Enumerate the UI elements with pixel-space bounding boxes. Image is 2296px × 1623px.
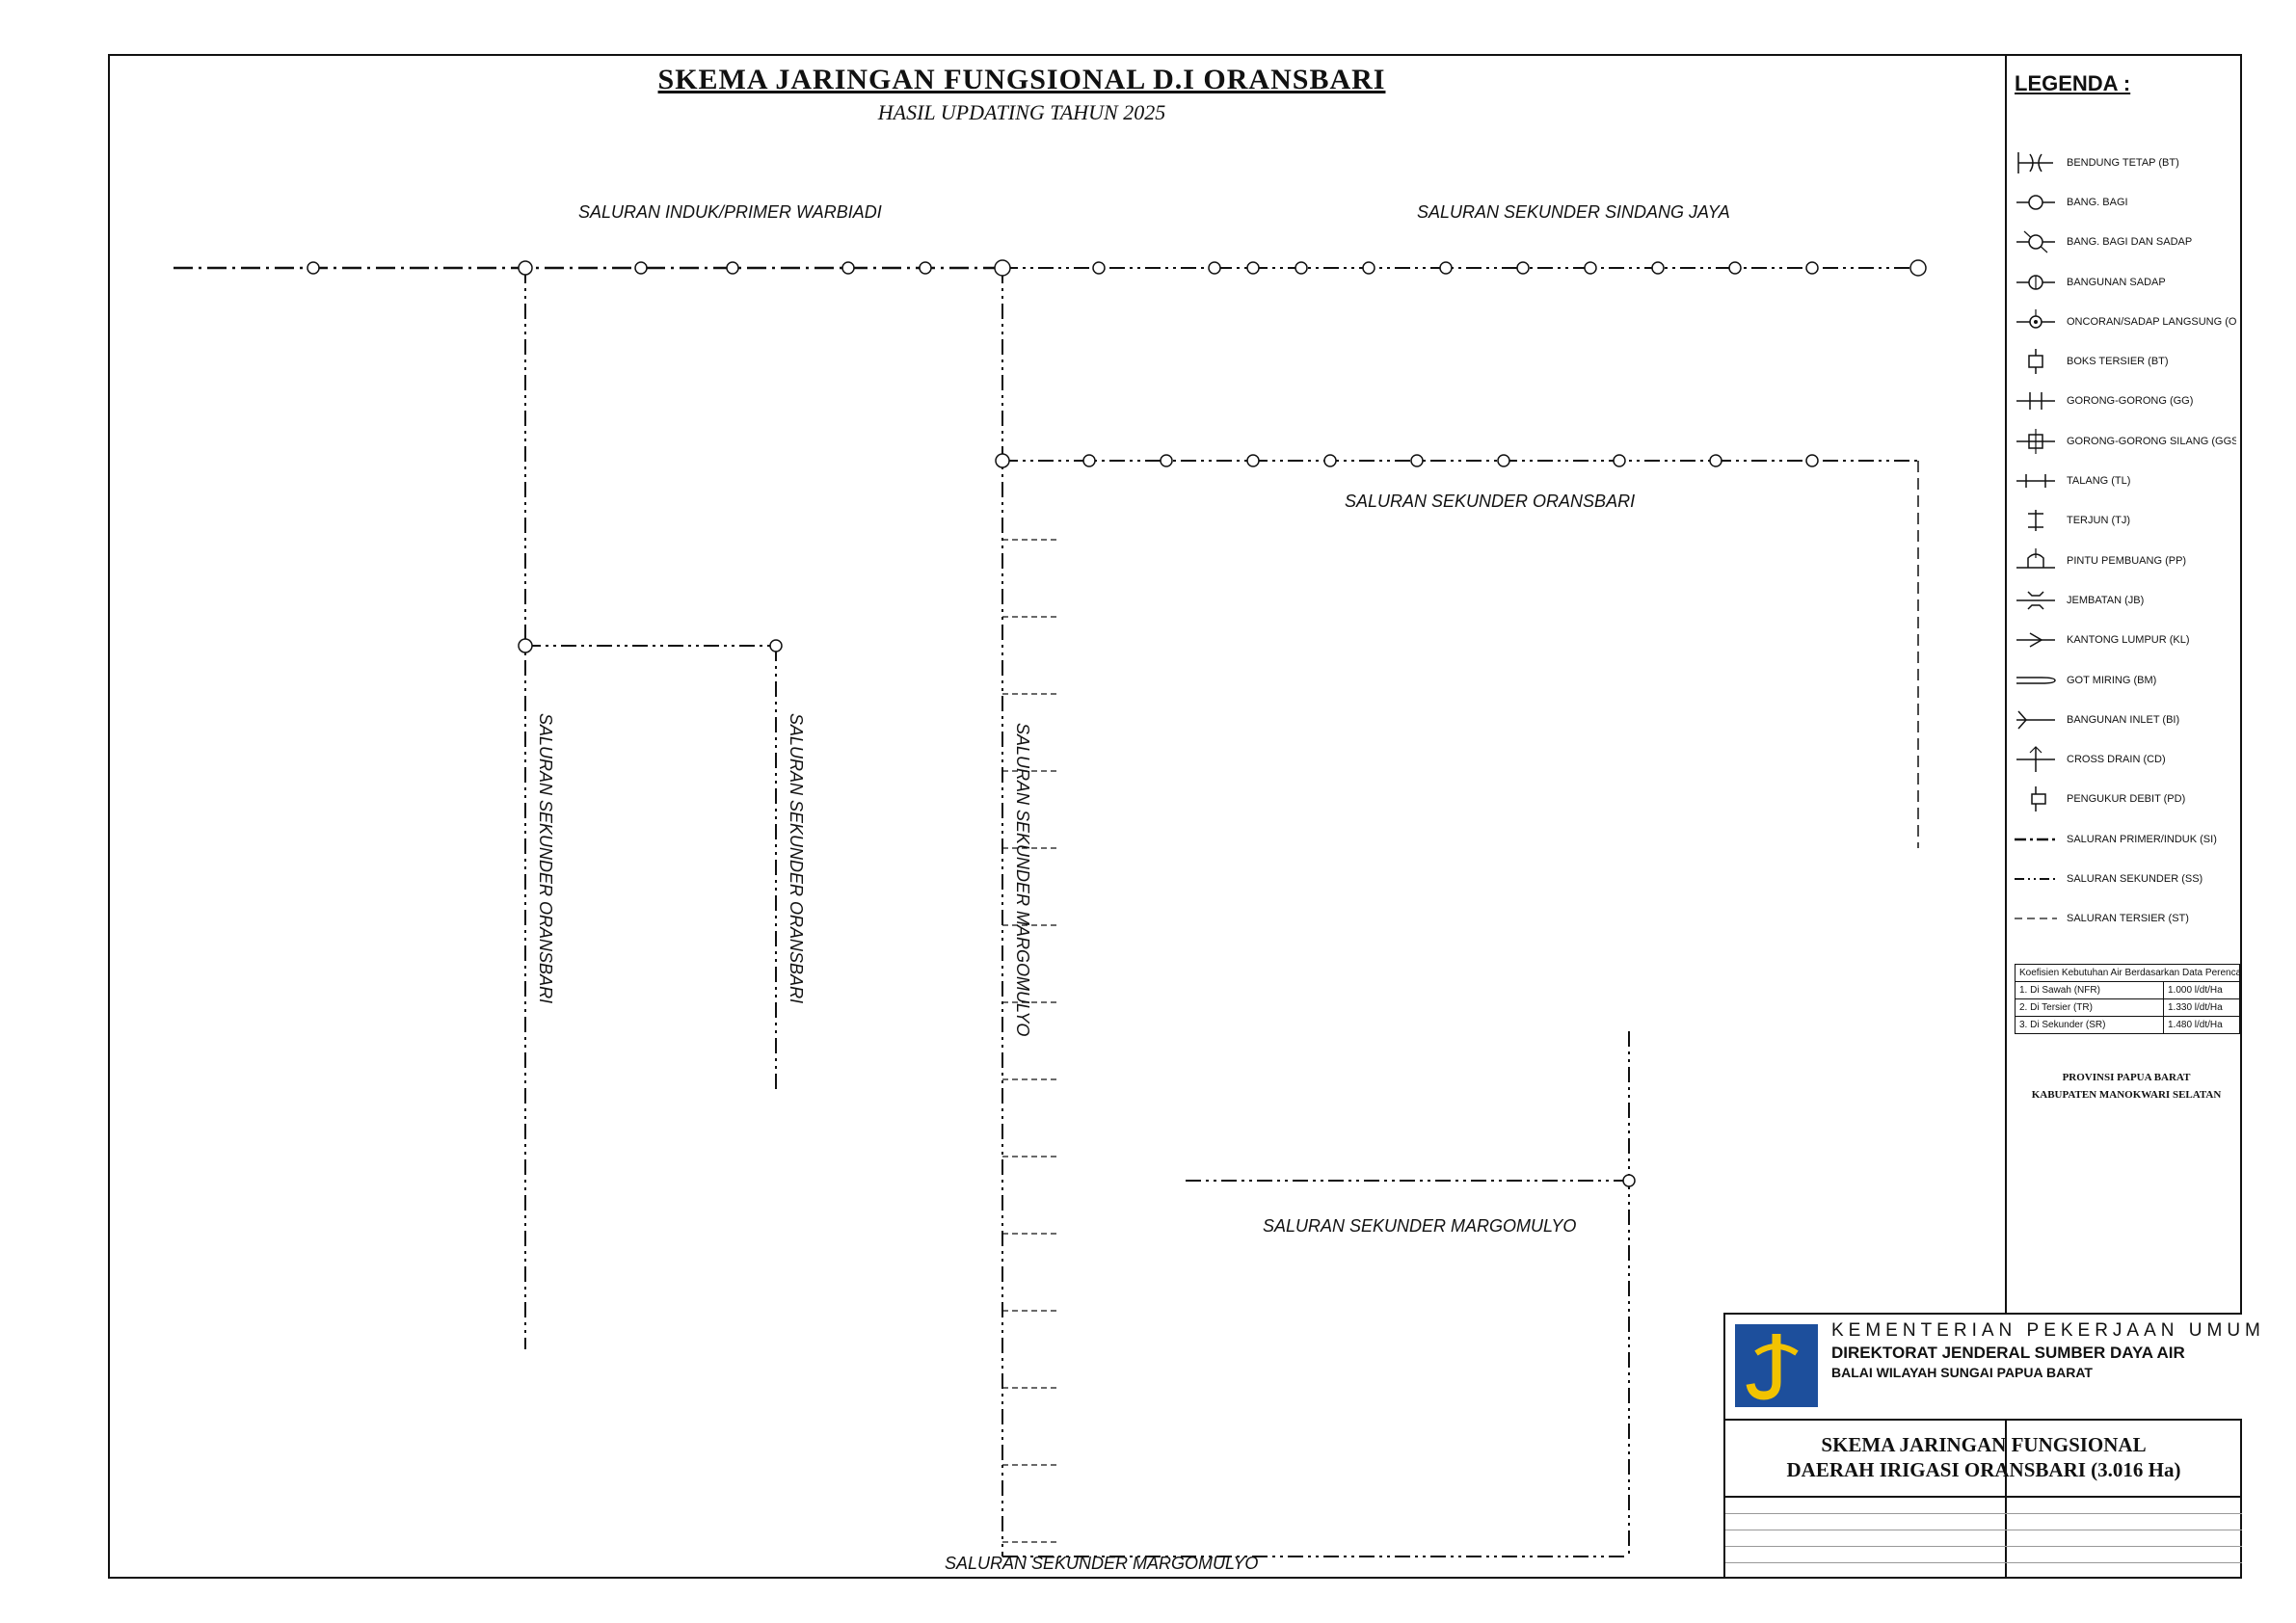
legend-label: GORONG-GORONG SILANG (GGS) <box>2067 435 2236 447</box>
legend-label: GORONG-GORONG (GG) <box>2067 395 2194 408</box>
legend-label: CROSS DRAIN (CD) <box>2067 754 2166 766</box>
legend-item: TERJUN (TJ) <box>2013 501 2236 541</box>
channel-label-margomulyo-vertical: SALURAN SEKUNDER MARGOMULYO <box>1013 723 1032 1037</box>
legend-item: BANGUNAN SADAP <box>2013 262 2236 302</box>
legend-label: SALURAN SEKUNDER (SS) <box>2067 872 2203 885</box>
channel-label-oransbari-second: SALURAN SEKUNDER ORANSBARI <box>787 713 806 1004</box>
coefficient-value: 1.000 l/dt/Ha <box>2168 985 2223 996</box>
legend-item: BENDUNG TETAP (BT) <box>2013 143 2236 182</box>
page-title: SKEMA JARINGAN FUNGSIONAL D.I ORANSBARI <box>657 64 1386 95</box>
legend-label: BANG. BAGI DAN SADAP <box>2067 236 2193 249</box>
legend-item: BANG. BAGI DAN SADAP <box>2013 223 2236 262</box>
bang-bagi-icon <box>2016 195 2055 210</box>
bangunan-sadap-icon <box>2016 274 2055 290</box>
page-subtitle: HASIL UPDATING TAHUN 2025 <box>877 100 1166 124</box>
legend-item: SALURAN SEKUNDER (SS) <box>2013 859 2236 898</box>
boks-tersier-icon <box>2028 349 2043 375</box>
legend-item: GORONG-GORONG SILANG (GGS) <box>2013 421 2236 461</box>
drawing-frame <box>108 54 2242 1579</box>
legend-label: KANTONG LUMPUR (KL) <box>2067 634 2190 647</box>
legend-list: BENDUNG TETAP (BT) BANG. BAGI BANG. BAGI D… <box>2013 143 2236 939</box>
ministry-block: KEMENTERIAN PEKERJAAN UMUM DIREKTORAT JE… <box>1723 1313 2260 1419</box>
legend-label: TERJUN (TJ) <box>2067 515 2130 527</box>
legend-label: BANGUNAN INLET (BI) <box>2067 713 2180 726</box>
legend-label: ONCORAN/SADAP LANGSUNG (ON) <box>2067 315 2236 328</box>
coefficient-value: 1.330 l/dt/Ha <box>2168 1002 2223 1013</box>
signature-block <box>1723 1496 2242 1579</box>
saluran-primer-icon <box>2015 838 2057 840</box>
channel-label-margomulyo-bottom: SALURAN SEKUNDER MARGOMULYO <box>945 1554 1259 1573</box>
ministry-logo-icon <box>1735 1324 1818 1407</box>
channel-label-margomulyo-upper: SALURAN SEKUNDER MARGOMULYO <box>1263 1216 1577 1236</box>
bangunan-inlet-icon <box>2016 710 2055 730</box>
province-label: PROVINSI PAPUA BARAT <box>2062 1072 2191 1083</box>
channel-label-oransbari-left: SALURAN SEKUNDER ORANSBARI <box>536 713 555 1004</box>
legend-label: JEMBATAN (JB) <box>2067 594 2145 606</box>
channel-label-oransbari-horizontal: SALURAN SEKUNDER ORANSBARI <box>1345 492 1636 511</box>
coefficient-value: 1.480 l/dt/Ha <box>2168 1020 2223 1030</box>
legend-label: SALURAN TERSIER (ST) <box>2067 913 2189 925</box>
legend-label: BOKS TERSIER (BT) <box>2067 356 2169 368</box>
talang-icon <box>2016 474 2055 489</box>
legend-item: BANGUNAN INLET (BI) <box>2013 700 2236 739</box>
legend-label: TALANG (TL) <box>2067 475 2131 488</box>
ministry-name: KEMENTERIAN PEKERJAAN UMUM <box>1831 1320 2265 1341</box>
gorong-icon <box>2016 392 2055 411</box>
terjun-icon <box>2028 510 2043 532</box>
legend-item: BANG. BAGI <box>2013 182 2236 222</box>
oncoran-icon <box>2016 308 2055 329</box>
coefficient-label: 3. Di Sekunder (SR) <box>2016 1017 2164 1033</box>
legend-label: BENDUNG TETAP (BT) <box>2067 156 2179 169</box>
legend-item: SALURAN TERSIER (ST) <box>2013 899 2236 939</box>
coefficient-row: 1. Di Sawah (NFR) 1.000 l/dt/Ha <box>2016 982 2239 999</box>
coefficient-header: Koefisien Kebutuhan Air Berdasarkan Data… <box>2016 965 2239 982</box>
legend-item: SALURAN PRIMER/INDUK (SI) <box>2013 819 2236 859</box>
coefficient-row: 2. Di Tersier (TR) 1.330 l/dt/Ha <box>2016 999 2239 1017</box>
gorong-silang-icon <box>2016 428 2055 454</box>
legend-item: TALANG (TL) <box>2013 461 2236 500</box>
legend-item: KANTONG LUMPUR (KL) <box>2013 621 2236 660</box>
pengukur-debit-icon <box>2031 786 2046 812</box>
legend-label: BANG. BAGI <box>2067 196 2128 208</box>
cross-drain-icon <box>2016 746 2055 773</box>
legend-item: CROSS DRAIN (CD) <box>2013 739 2236 779</box>
coefficient-row: 3. Di Sekunder (SR) 1.480 l/dt/Ha <box>2016 1017 2239 1033</box>
legend-label: GOT MIRING (BM) <box>2067 674 2157 686</box>
saluran-sekunder-icon <box>2015 877 2057 880</box>
legend-item: GORONG-GORONG (GG) <box>2013 382 2236 421</box>
legend-label: BANGUNAN SADAP <box>2067 276 2166 288</box>
legend-item: JEMBATAN (JB) <box>2013 580 2236 620</box>
coefficient-label: 2. Di Tersier (TR) <box>2016 999 2164 1016</box>
got-miring-icon <box>2016 676 2056 684</box>
legend-item: PINTU PEMBUANG (PP) <box>2013 541 2236 580</box>
project-location: PROVINSI PAPUA BARAT KABUPATEN MANOKWARI… <box>2015 1070 2238 1104</box>
legend-item: PENGUKUR DEBIT (PD) <box>2013 780 2236 819</box>
legend-item: GOT MIRING (BM) <box>2013 660 2236 700</box>
legend-column <box>2005 54 2242 1579</box>
channel-label-primary: SALURAN INDUK/PRIMER WARBIADI <box>578 202 882 222</box>
legend-item: BOKS TERSIER (BT) <box>2013 341 2236 381</box>
jembatan-icon <box>2016 591 2055 610</box>
pintu-pembuang-icon <box>2016 547 2055 569</box>
legend-label: PINTU PEMBUANG (PP) <box>2067 554 2187 567</box>
channel-label-sindang-jaya: SALURAN SEKUNDER SINDANG JAYA <box>1417 202 1730 222</box>
kantong-lumpur-icon <box>2016 632 2055 648</box>
map-title-line1: SKEMA JARINGAN FUNGSIONAL <box>1821 1433 2147 1456</box>
balai-name: BALAI WILAYAH SUNGAI PAPUA BARAT <box>1831 1365 2093 1380</box>
bendung-tetap-icon <box>2017 151 2053 173</box>
map-title-line2: DAERAH IRIGASI ORANSBARI (3.016 Ha) <box>1786 1458 2181 1482</box>
regency-label: KABUPATEN MANOKWARI SELATAN <box>2031 1088 2222 1101</box>
legend-label: SALURAN PRIMER/INDUK (SI) <box>2067 833 2217 845</box>
directorate-name: DIREKTORAT JENDERAL SUMBER DAYA AIR <box>1831 1344 2185 1362</box>
bang-bagi-sadap-icon <box>2016 230 2055 253</box>
map-title-block: SKEMA JARINGAN FUNGSIONAL DAERAH IRIGASI… <box>1723 1419 2242 1496</box>
coefficient-table: Koefisien Kebutuhan Air Berdasarkan Data… <box>2015 964 2240 1034</box>
saluran-tersier-icon <box>2015 918 2057 919</box>
legend-title: LEGENDA : <box>2015 71 2131 95</box>
legend-item: ONCORAN/SADAP LANGSUNG (ON) <box>2013 302 2236 341</box>
coefficient-label: 1. Di Sawah (NFR) <box>2016 982 2164 998</box>
legend-label: PENGUKUR DEBIT (PD) <box>2067 793 2186 806</box>
